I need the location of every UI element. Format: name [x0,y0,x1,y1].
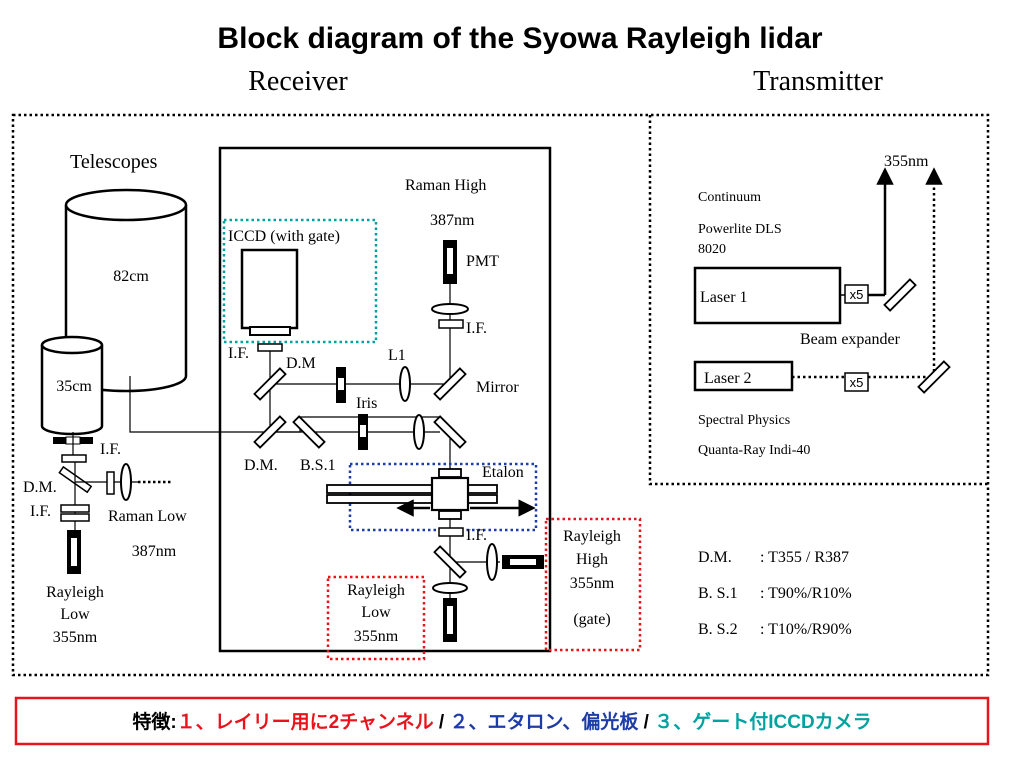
dm-label-iccd: D.M [286,355,316,372]
mirror-label: Mirror [476,379,519,396]
beam-splitter-1 [292,415,326,449]
legend-value: : T355 / R387 [760,549,849,566]
page-title: Block diagram of the Syowa Rayleigh lida… [217,22,822,55]
raman-low-nm: 387nm [132,543,177,560]
raman-high-label: Raman High [405,177,486,194]
etalon-plate [326,484,498,494]
telescope-35cm [40,335,104,436]
dm-label-left: D.M. [23,479,57,496]
lens-l1 [399,366,411,402]
if-label-rayleigh: I.F. [466,527,487,544]
rayleigh-high-label: Rayleigh [563,528,621,545]
feature-2: ２、エタロン、偏光板 [450,710,640,733]
rayleigh-low-label: Rayleigh [347,582,405,599]
if-filter-rayleigh [438,527,464,537]
legend-key: D.M. [698,549,732,566]
continuum-label: Continuum [698,190,761,205]
receiver-header: Receiver [248,66,348,97]
rayleigh-high-highlight-box [544,517,642,652]
if-filter-raman-high [438,319,464,329]
features-sep: : [170,712,176,733]
legend-key: B. S.1 [698,585,738,602]
rayleigh-low-left-nm: 355nm [53,629,98,646]
etalon-label: Etalon [482,464,524,481]
features-slash-1: / [434,712,450,733]
lens-lower [413,414,425,450]
rayleigh-low-left-sub: Low [60,606,90,623]
rayleigh-high-nm: 355nm [570,575,615,592]
transmitter-header: Transmitter [753,66,883,97]
legend-value: : T90%/R10% [760,585,852,602]
if-label-iccd: I.F. [228,345,249,362]
iris-label: Iris [356,395,377,412]
lens-rayleigh-high [486,543,498,581]
etalon-housing [430,476,470,512]
iccd-label: ICCD (with gate) [228,228,340,245]
transmitter-dotted-frame [648,115,988,486]
features-text: 特徴:１、レイリー用に2チャンネル / ２、エタロン、偏光板 / ３、ゲート付I… [132,710,871,733]
spectral-label: Spectral Physics [698,413,790,428]
dichroic-mirror-lower [253,415,287,449]
if-filter-left-top [61,454,87,463]
legend-key: B. S.2 [698,621,738,638]
legend: D.M. : T355 / R387 B. S.1 : T90%/R10% B. S.2… [698,549,852,638]
mirror-lower [433,415,467,449]
receiver-box [218,146,552,653]
quanta-label: Quanta-Ray Indi-40 [698,443,810,458]
rayleigh-low-nm: 355nm [354,628,399,645]
powerlite-label: Powerlite DLS [698,222,782,237]
x5-label-2: x5 [850,375,864,390]
beam-expander-label: Beam expander [800,331,901,348]
features-box [14,696,990,746]
beam-expander-2 [844,372,869,392]
outer-dotted-frame [11,113,990,677]
rayleigh-low-highlight-box [326,575,426,661]
lens-raman-high [431,303,469,315]
raman-low-label: Raman Low [108,508,187,525]
if-filter-iccd [257,343,283,352]
features-slash-2: / [638,712,654,733]
lens-raman-low [120,463,132,501]
rayleigh-high-sub: High [576,551,608,568]
if-label-left-bottom: I.F. [30,503,51,520]
legend-value: : T10%/R90% [760,621,852,638]
rayleigh-low-left-label: Rayleigh [46,584,104,601]
dm-label-lower: D.M. [244,457,278,474]
steering-mirror-2 [917,360,951,394]
laser-1-label: Laser 1 [700,289,748,306]
steering-mirror-1 [883,278,917,312]
telescope-82cm-label: 82cm [113,268,149,285]
feature-1: １、レイリー用に2チャンネル [177,711,434,733]
iccd-camera [240,248,299,330]
wavelength-label: 355nm [884,153,929,170]
telescope-35cm-label: 35cm [56,378,92,395]
gate-label: (gate) [573,611,610,628]
fiber-line [129,376,440,433]
features-label: 特徴 [132,710,171,733]
lens-rayleigh-low [432,582,468,594]
l1-label: L1 [388,347,406,364]
mirror [433,367,467,401]
pmt-label: PMT [466,253,499,270]
if-label-raman-high: I.F. [466,320,487,337]
laser-2-label: Laser 2 [704,370,752,387]
if-filter-left-bottom [60,504,90,513]
beam-splitter-2 [433,545,467,579]
rayleigh-low-sub: Low [361,604,391,621]
if-filter-raman-low [106,471,115,495]
raman-high-nm: 387nm [430,212,475,229]
dichroic-mirror-upper [253,367,287,401]
telescopes-label: Telescopes [70,151,158,173]
if-label-left-top: I.F. [100,441,121,458]
x5-label-1: x5 [850,287,864,302]
bs1-label: B.S.1 [300,457,336,474]
model-label: 8020 [698,242,726,257]
feature-3: ３、ゲート付ICCDカメラ [654,710,871,733]
laser-2 [693,360,794,392]
